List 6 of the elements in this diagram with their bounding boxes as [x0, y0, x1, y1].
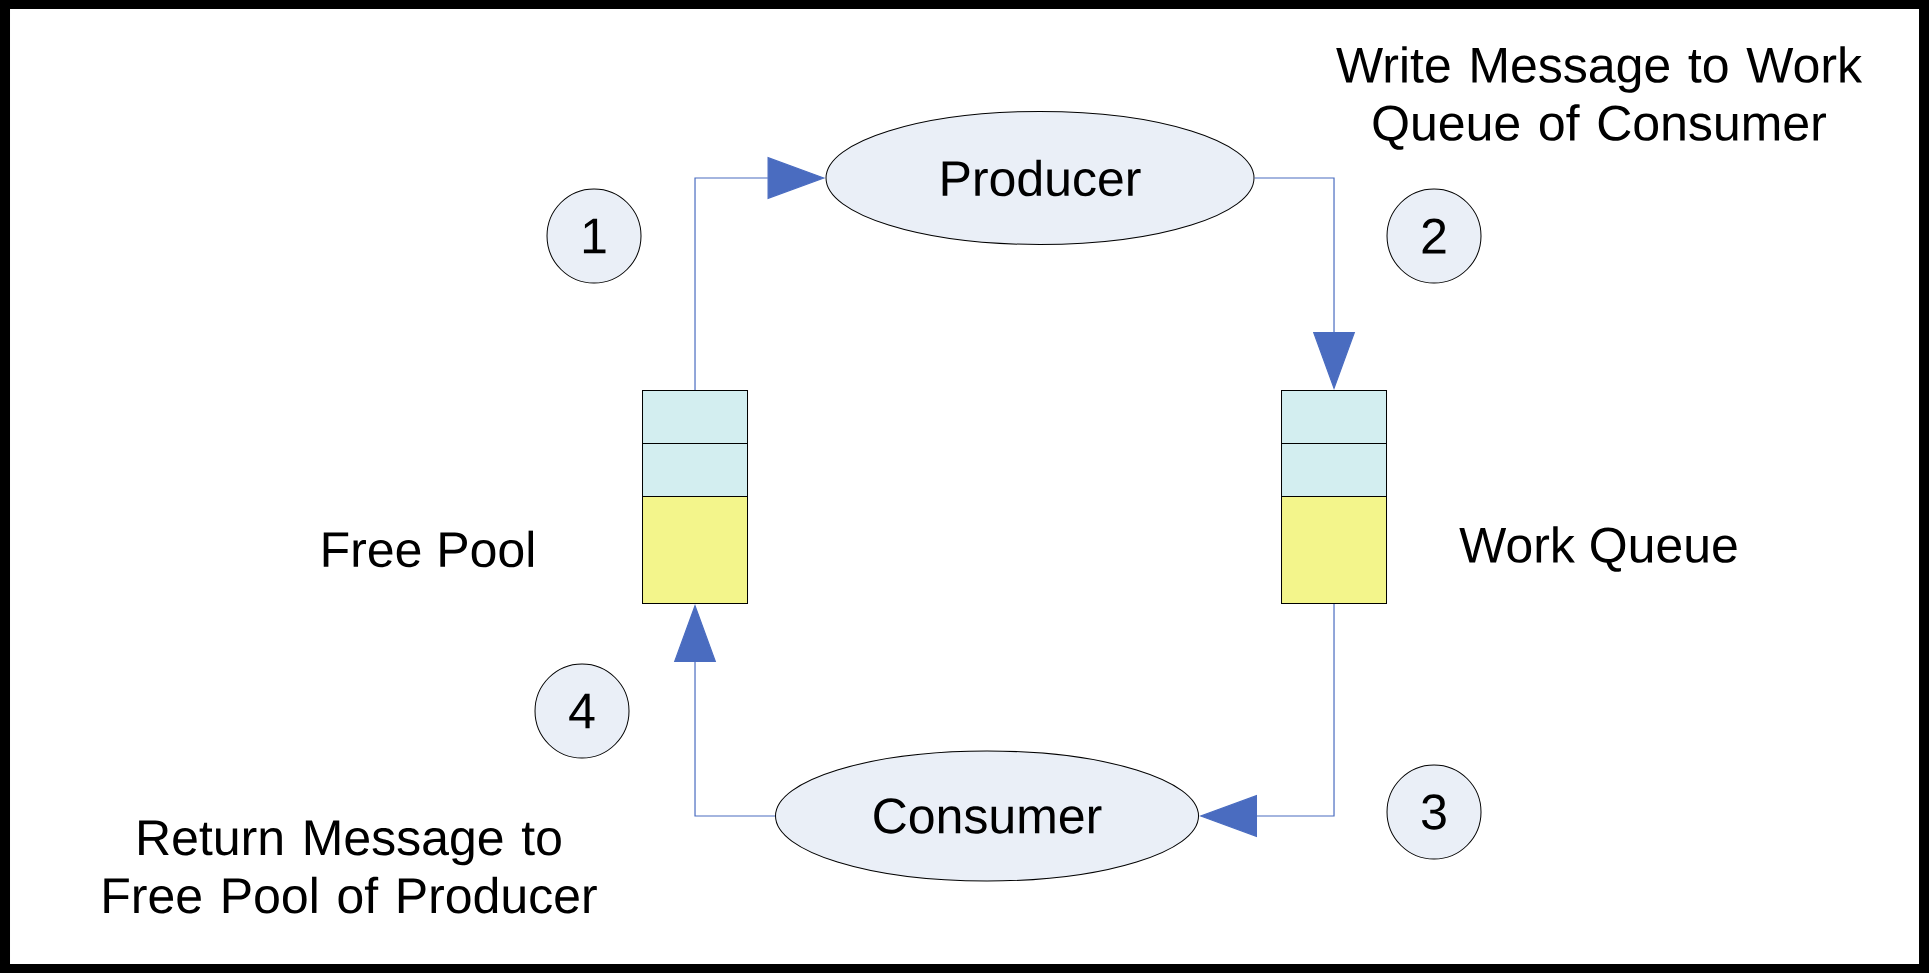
- queue-label: Free Pool: [323, 530, 533, 568]
- step-note: Write Message to Work Queue of Consumer: [1336, 46, 1863, 150]
- queue-stack: [642, 390, 748, 604]
- queue-label: Work Queue: [1459, 526, 1737, 572]
- step-note: Return Message to Free Pool of Producer: [104, 820, 597, 914]
- queue-stack: [1281, 390, 1387, 604]
